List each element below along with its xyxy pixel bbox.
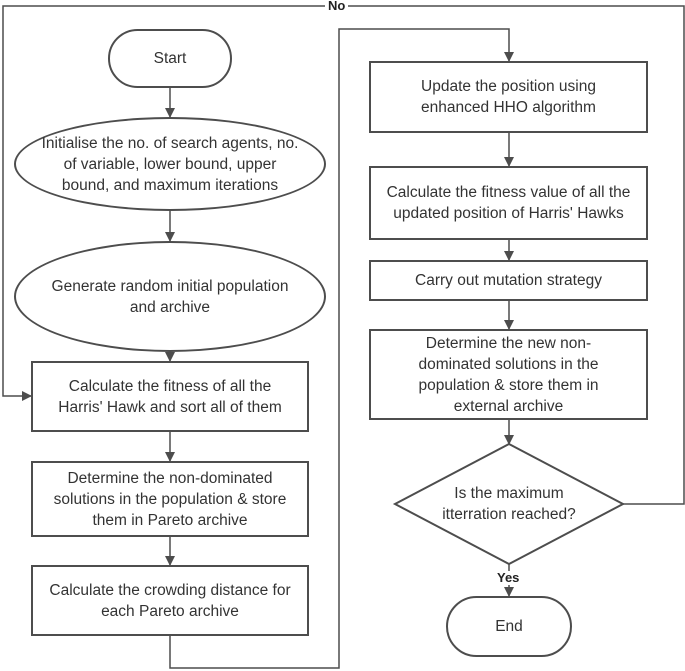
decision-diamond bbox=[392, 442, 626, 566]
update-step: Update the position using enhanced HHO a… bbox=[369, 61, 648, 133]
mutation-label: Carry out mutation strategy bbox=[415, 272, 602, 289]
new-nondominated-step: Determine the new non-dominated solution… bbox=[369, 329, 648, 420]
crowding-label: Calculate the crowding distance for each… bbox=[49, 581, 291, 620]
update-label: Update the position using enhanced HHO a… bbox=[421, 78, 596, 116]
fitness-sort-step: Calculate the fitness of all the Harris'… bbox=[31, 361, 309, 432]
start-label: Start bbox=[153, 50, 187, 67]
end-terminal: End bbox=[446, 596, 572, 657]
decision-text: Is the maximum itterration reached? bbox=[424, 474, 594, 534]
start-terminal: Start bbox=[108, 29, 232, 88]
arrow-crowding-to-update bbox=[169, 28, 514, 669]
decision-label: Is the maximum itterration reached? bbox=[442, 485, 576, 523]
crowding-step: Calculate the crowding distance for each… bbox=[31, 565, 309, 636]
end-label: End bbox=[495, 618, 523, 635]
init-label: Initialise the no. of search agents, no.… bbox=[41, 134, 299, 194]
generate-label: Generate random initial population and a… bbox=[51, 277, 289, 316]
new-nondominated-label: Determine the new non-dominated solution… bbox=[418, 334, 599, 415]
fitness-updated-label: Calculate the fitness value of all the u… bbox=[386, 184, 631, 222]
edge-label-no: No bbox=[325, 0, 349, 13]
nondominated-label: Determine the non-dominated solutions in… bbox=[53, 469, 287, 529]
nondominated-step: Determine the non-dominated solutions in… bbox=[31, 461, 309, 537]
fitness-updated-step: Calculate the fitness value of all the u… bbox=[369, 166, 648, 240]
mutation-step: Carry out mutation strategy bbox=[369, 260, 648, 301]
fitness-sort-label: Calculate the fitness of all the Harris'… bbox=[58, 377, 282, 416]
edge-label-yes: Yes bbox=[494, 571, 523, 585]
generate-step: Generate random initial population and a… bbox=[14, 241, 326, 352]
init-step: Initialise the no. of search agents, no.… bbox=[14, 117, 326, 211]
